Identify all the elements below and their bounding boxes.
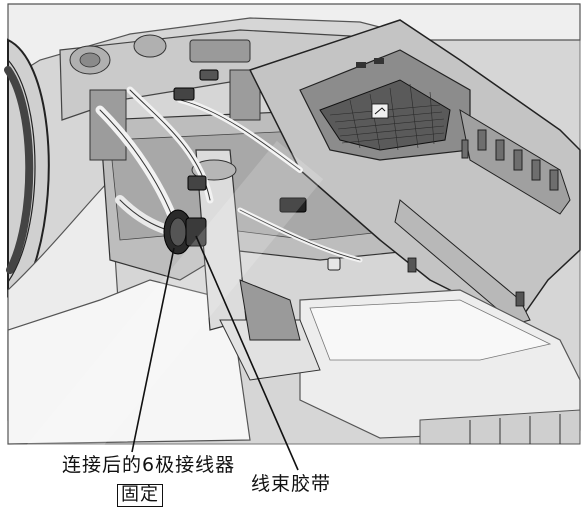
connector-leader-line [131,247,175,453]
steering-wheel [4,38,50,298]
harness-tie-leader-line [195,235,299,471]
harness-tie-callout-label: 线束胶带 [251,473,332,495]
center-console-housing [248,19,581,325]
harness-clips [173,69,341,271]
fixed-callout-label: 固定 [117,484,163,507]
left-side-panel [7,178,251,445]
six-pole-connector [163,209,207,255]
callout-leaders [131,235,299,471]
watermark-band [0,140,324,512]
connector-callout-label: 连接后的6极接线器 [62,454,236,476]
armrest [299,289,581,445]
